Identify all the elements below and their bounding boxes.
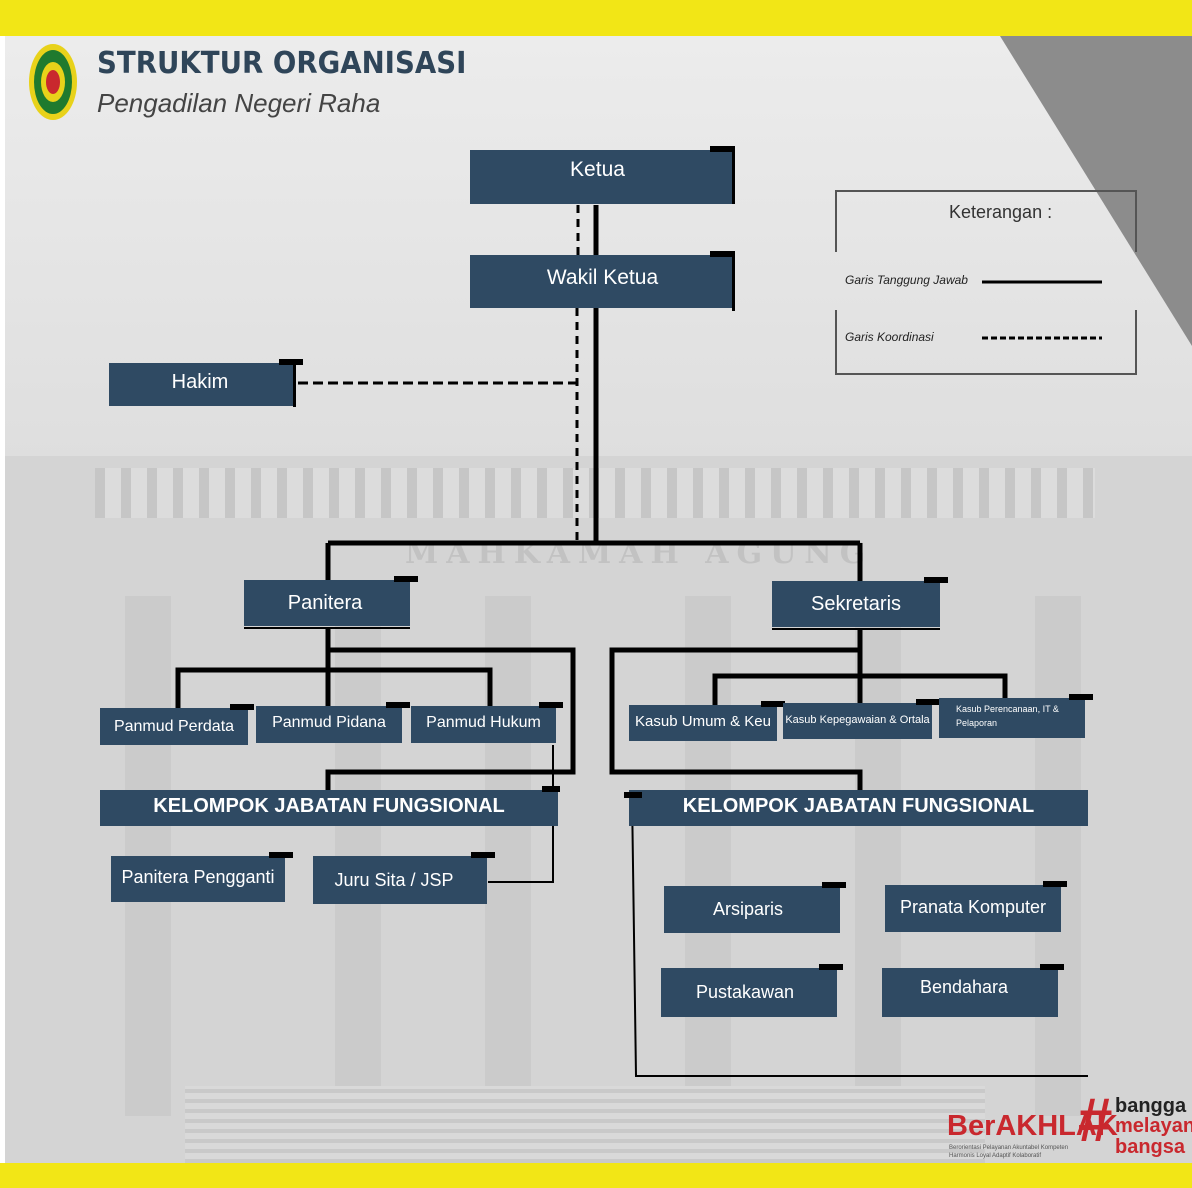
page-subtitle: Pengadilan Negeri Raha	[97, 88, 381, 118]
legend-box: Keterangan : Garis Tanggung Jawab Garis …	[835, 190, 1137, 375]
background-photo: MAHKAMAH AGUNG	[5, 36, 1192, 1163]
node-panmud-hukum: Panmud Hukum	[411, 702, 563, 743]
berakhlak-logo: BerAKHLAK	[947, 1110, 1118, 1142]
node-pranata-komputer: Pranata Komputer	[885, 881, 1067, 932]
page-title: STRUKTUR ORGANISASI	[97, 46, 467, 81]
hashtag-icon: #	[1078, 1086, 1113, 1155]
legend-title: Keterangan :	[949, 202, 1053, 222]
berakhlak-tagline-2: Harmonis Loyal Adaptif Kolaboratif	[949, 1153, 1042, 1159]
node-panmud-pidana: Panmud Pidana	[256, 702, 410, 743]
node-panitera: Panitera	[244, 576, 418, 629]
node-bendahara: Bendahara	[882, 964, 1064, 1017]
node-jabfung-left: KELOMPOK JABATAN FUNGSIONAL	[100, 786, 560, 826]
node-kasub-kepegawaian: Kasub Kepegawaian & Ortala	[783, 699, 940, 739]
legend-frame	[835, 190, 1137, 375]
node-ketua: Ketua	[470, 146, 735, 204]
node-panitera-pengganti: Panitera Pengganti	[111, 852, 293, 902]
node-sekretaris: Sekretaris	[772, 577, 948, 630]
node-kasub-umum: Kasub Umum & Keu	[629, 701, 785, 741]
node-kasub-perencanaan: Kasub Perencanaan, IT & Pelaporan	[939, 694, 1093, 738]
bangsa-text: bangsa	[1115, 1136, 1186, 1158]
court-emblem-icon	[29, 44, 77, 120]
berakhlak-tagline-1: Berorientasi Pelayanan Akuntabel Kompete…	[949, 1145, 1069, 1151]
top-yellow-band	[0, 0, 1192, 36]
melayani-text: melayani	[1115, 1115, 1192, 1137]
node-hakim: Hakim	[109, 359, 303, 407]
bottom-yellow-band	[0, 1163, 1192, 1188]
node-wakil-ketua: Wakil Ketua	[470, 251, 735, 311]
node-jabfung-right: KELOMPOK JABATAN FUNGSIONAL	[624, 790, 1088, 826]
node-pustakawan: Pustakawan	[661, 964, 843, 1017]
node-juru-sita: Juru Sita / JSP	[313, 852, 495, 904]
legend-dashed-label: Garis Koordinasi	[845, 330, 934, 344]
legend-solid-label: Garis Tanggung Jawab	[845, 273, 968, 287]
bangga-text: bangga	[1115, 1095, 1187, 1117]
node-arsiparis: Arsiparis	[664, 882, 846, 933]
node-panmud-perdata: Panmud Perdata	[100, 704, 254, 745]
